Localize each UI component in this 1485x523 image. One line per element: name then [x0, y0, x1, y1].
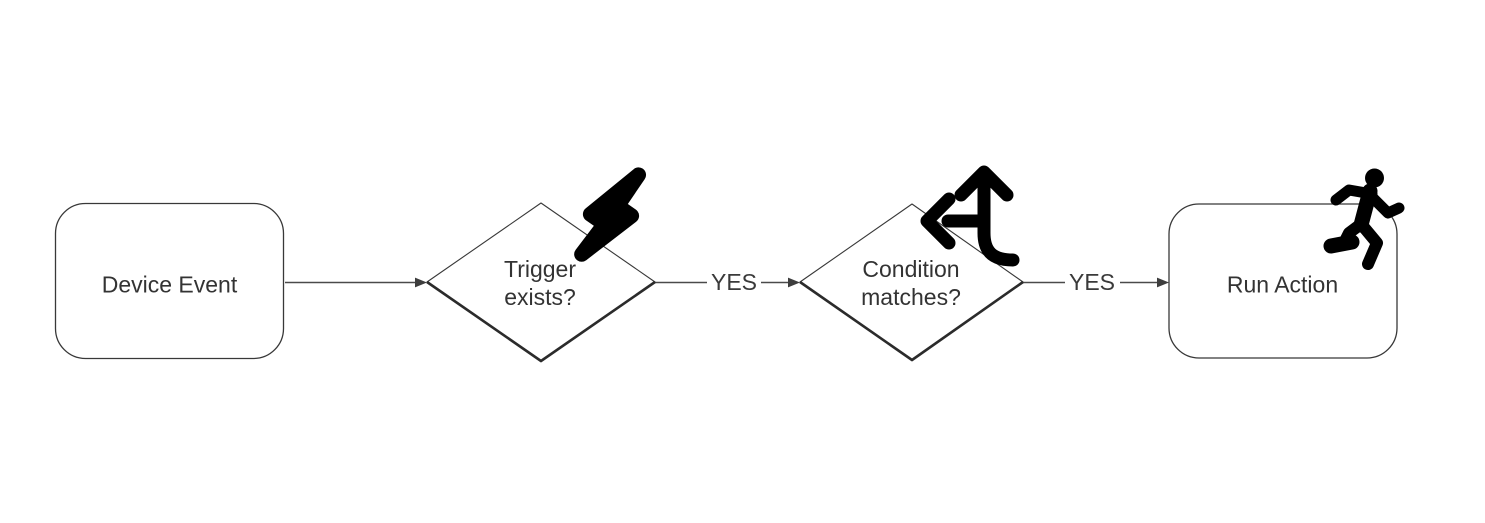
- runner-front-arm: [1330, 184, 1378, 206]
- runner-back-leg: [1356, 219, 1383, 270]
- device-event-shape: [54, 202, 285, 360]
- trigger-diamond-shadow-edge: [426, 280, 656, 363]
- edge-event-to-trigger: [285, 277, 427, 288]
- arrows-split-up-head: [954, 165, 1014, 202]
- edge-label-yes-1: YES: [711, 269, 757, 295]
- arrowhead-icon: [415, 277, 427, 288]
- arrowhead-icon: [788, 277, 800, 288]
- lightning-bolt-icon: [574, 167, 647, 262]
- arrowhead-icon: [1157, 277, 1169, 288]
- condition-label-line2: matches?: [861, 284, 961, 310]
- arrows-split-up-left-icon: [920, 165, 1020, 267]
- node-trigger-exists: Trigger exists?: [426, 167, 656, 363]
- lightning-bolt-path: [574, 167, 647, 262]
- person-running-icon: [1323, 168, 1405, 270]
- runner-head: [1365, 168, 1384, 188]
- node-condition-matches: Condition matches?: [799, 165, 1024, 362]
- runner-shoe: [1323, 234, 1360, 254]
- run-action-label: Run Action: [1227, 272, 1338, 298]
- trigger-label-line2: exists?: [504, 284, 576, 310]
- arrows-split-left-head: [920, 192, 956, 250]
- edge-label-yes-2: YES: [1069, 269, 1115, 295]
- condition-diamond-shadow-edge: [799, 280, 1024, 362]
- trigger-label-line1: Trigger: [504, 256, 576, 282]
- condition-label-line1: Condition: [862, 256, 959, 282]
- edge-condition-to-action: YES: [1023, 269, 1169, 295]
- edge-trigger-to-condition: YES: [655, 269, 800, 295]
- device-event-label: Device Event: [102, 272, 238, 298]
- node-run-action: Run Action: [1168, 168, 1405, 359]
- arrows-split-stem: [977, 172, 1020, 267]
- node-device-event: Device Event: [54, 202, 285, 360]
- runner-back-arm: [1365, 190, 1405, 219]
